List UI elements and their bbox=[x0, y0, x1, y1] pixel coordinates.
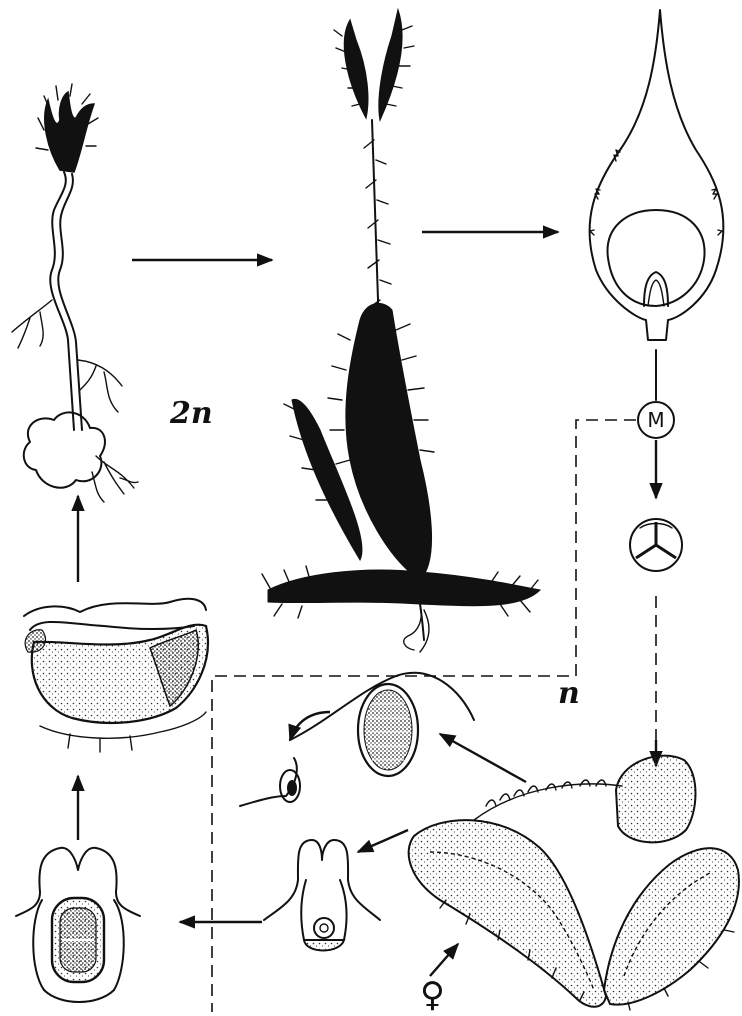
antheridium-icon bbox=[290, 673, 474, 776]
arrow-to-antheridium bbox=[440, 734, 526, 782]
spore-tetrad-icon bbox=[630, 519, 682, 571]
sperm-icon bbox=[240, 758, 300, 806]
embryo-in-archegonium-icon bbox=[16, 848, 140, 1002]
embryo-on-gametophyte-icon bbox=[24, 599, 208, 752]
sporophyll-with-sporangium-icon bbox=[590, 10, 724, 340]
arrow-to-archegonium bbox=[358, 830, 408, 852]
haploid-label: n bbox=[558, 676, 580, 711]
archegonium-with-egg-icon bbox=[264, 840, 380, 951]
young-sporophyte-icon bbox=[12, 84, 138, 502]
meiosis-label: M bbox=[647, 408, 664, 432]
diploid-label: 2n bbox=[170, 396, 213, 431]
female-symbol: ♀ bbox=[420, 975, 445, 1015]
mature-sporophyte-icon bbox=[262, 10, 540, 652]
meiosis-circle-icon: M bbox=[638, 402, 674, 438]
gametophyte-icon bbox=[409, 756, 739, 1010]
arrow-female-to-gametophyte bbox=[430, 944, 458, 976]
